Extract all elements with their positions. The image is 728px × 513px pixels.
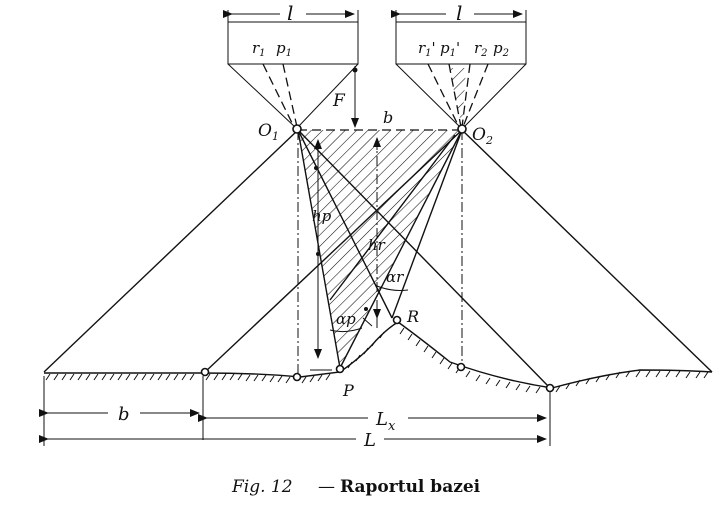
- points: [200, 124, 555, 393]
- ray-lines: [43, 129, 713, 389]
- terrain-profile: [44, 321, 713, 389]
- label-b-bottom: b: [118, 404, 130, 425]
- angle-arcs: [329, 285, 409, 333]
- label-Lx: Lx: [375, 409, 396, 434]
- label-alpha-r: αr: [386, 268, 404, 286]
- camera-left-box: [227, 21, 359, 65]
- camera-right-box: [395, 21, 527, 65]
- camera-right: [391, 10, 527, 128]
- terrain: [44, 321, 713, 394]
- point-ground-right: [545, 383, 555, 393]
- caption: Fig. 12 — Raportul bazei: [231, 477, 481, 497]
- label-l-right: l: [456, 1, 462, 25]
- label-r2: r2: [474, 39, 488, 59]
- label-r1: r1: [252, 39, 266, 59]
- label-p1-prime: p1': [440, 39, 460, 59]
- point-alpha: [364, 307, 368, 311]
- label-O2: O2: [472, 125, 493, 147]
- caption-title: Raportul bazei: [340, 477, 481, 497]
- vertical-projections: [297, 130, 463, 375]
- label-O1: O1: [258, 121, 279, 143]
- label-L: L: [363, 430, 376, 451]
- caption-dash: —: [318, 477, 335, 497]
- label-P: P: [342, 381, 354, 400]
- point-R: [392, 315, 402, 325]
- label-r1-prime: r1': [418, 39, 436, 59]
- labels: l l r1 p1 r1' p1' r2 p2 F O1 O2 b hp hr …: [118, 1, 509, 451]
- label-p2: p2: [493, 39, 509, 59]
- label-R: R: [406, 307, 419, 326]
- point-P: [335, 364, 345, 374]
- point-ground-under-O2: [456, 362, 466, 372]
- label-b-top: b: [383, 108, 393, 127]
- label-hp: hp: [312, 207, 332, 225]
- F-indicator: [351, 66, 359, 128]
- camera-left: [223, 10, 359, 128]
- bottom-dimensions: [39, 376, 551, 446]
- point-ground-under-O1: [292, 372, 302, 382]
- point-hp-top: [314, 166, 318, 170]
- terrain-hatch-strokes: [45, 327, 709, 394]
- label-hr: hr: [368, 236, 386, 254]
- point-O2: [457, 124, 467, 134]
- point-left-ground: [200, 367, 210, 377]
- point-O1: [292, 124, 302, 134]
- label-p1: p1: [276, 39, 292, 59]
- point-mid: [316, 252, 320, 256]
- hp-dimension: [310, 139, 332, 371]
- label-alpha-p: αp: [336, 310, 356, 328]
- hatched-triangle-main: [298, 130, 462, 368]
- caption-fig-number: Fig. 12: [231, 477, 293, 497]
- label-F: F: [332, 91, 346, 111]
- label-l-left: l: [287, 1, 293, 25]
